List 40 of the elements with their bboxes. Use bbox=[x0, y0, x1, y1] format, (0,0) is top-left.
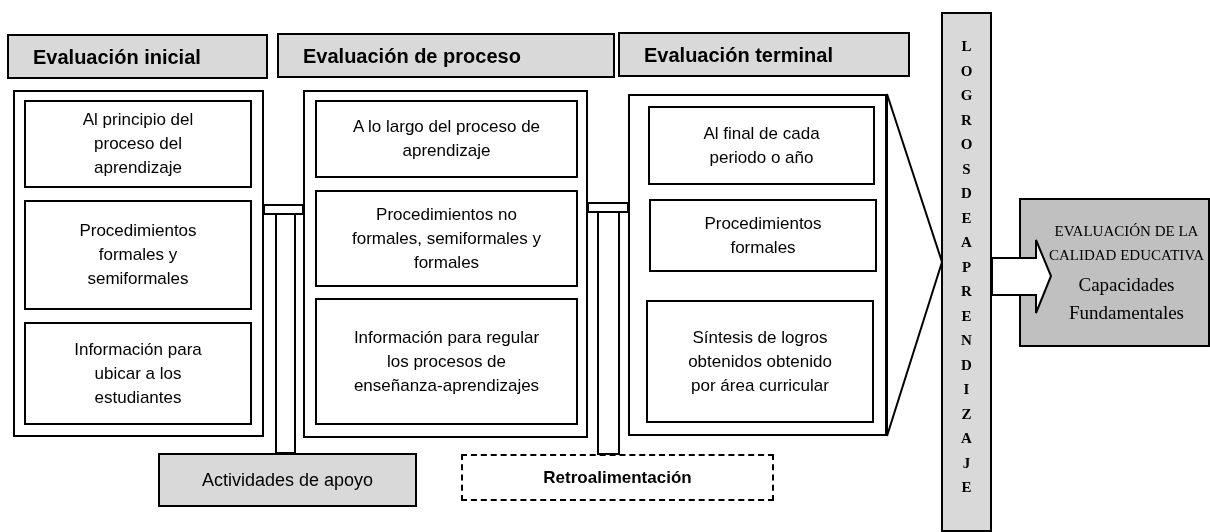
pipe-connector bbox=[263, 204, 304, 215]
box-text: Procedimientos formales bbox=[703, 212, 823, 259]
box-text: Procedimientos formales y semiformales bbox=[78, 220, 198, 290]
text-box bbox=[24, 322, 252, 425]
box-text: Al final de cada periodo o año bbox=[702, 122, 821, 169]
box-text: Procedimientos no formales, semiformales y formales bbox=[351, 203, 542, 274]
box-text: Información para ubicar a los estudiantes bbox=[73, 338, 203, 409]
stage-header bbox=[7, 34, 268, 79]
text-box bbox=[315, 190, 578, 287]
stage-header bbox=[618, 32, 910, 77]
box-text: A lo largo del proceso de aprendizaje bbox=[351, 116, 542, 162]
header-text: Evaluación terminal bbox=[644, 42, 833, 68]
text-box bbox=[24, 200, 252, 310]
stage-panel bbox=[628, 94, 887, 436]
text-box bbox=[648, 106, 875, 185]
pipe-connector bbox=[587, 202, 629, 213]
header-text: Evaluación de proceso bbox=[303, 43, 521, 69]
result-title: EVALUACIÓN DE LA CALIDAD EDUCATIVA bbox=[1047, 221, 1206, 265]
box-text: Retroalimentación bbox=[543, 466, 692, 489]
stage-panel bbox=[303, 90, 588, 438]
text-box bbox=[315, 100, 578, 178]
funnel-connector bbox=[886, 93, 944, 437]
box-text: Actividades de apoyo bbox=[201, 468, 374, 492]
vertical-banner bbox=[941, 12, 992, 532]
stage-header bbox=[277, 33, 615, 78]
header-text: Evaluación inicial bbox=[33, 44, 201, 70]
box-text: Síntesis de logros obtenidos obtenido por área curricular bbox=[687, 326, 833, 397]
banner-text: LOGROS DE APRENDIZAJE bbox=[959, 37, 974, 497]
text-box bbox=[649, 199, 877, 272]
support-box bbox=[158, 453, 417, 507]
feedback-box bbox=[461, 454, 774, 501]
result-subtitle: Capacidades Fundamentales bbox=[1068, 272, 1185, 325]
stage-panel bbox=[13, 90, 264, 437]
block-arrow bbox=[991, 239, 1053, 314]
text-box bbox=[315, 298, 578, 425]
text-box bbox=[646, 300, 874, 423]
result-box bbox=[1019, 198, 1210, 347]
box-text: Al principio del proceso del aprendizaje bbox=[81, 109, 195, 179]
box-text: Información para regular los procesos de enseñanza-aprendizajes bbox=[352, 326, 541, 397]
text-box bbox=[24, 100, 252, 188]
